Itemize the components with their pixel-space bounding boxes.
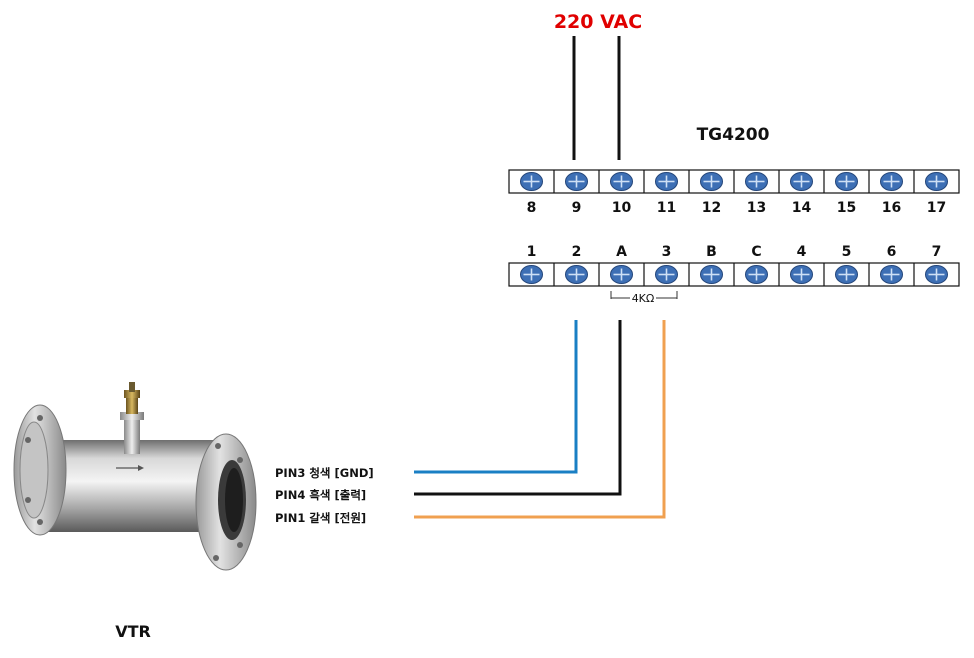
top-screw-16 (880, 172, 903, 191)
top-screw-17 (925, 172, 948, 191)
wire-label-gnd: PIN3 청색 [GND] (275, 466, 374, 480)
resistor-label: 4KΩ (632, 292, 655, 305)
bottom-screw-7 (925, 265, 948, 284)
top-screw-11 (655, 172, 678, 191)
bottom-terminal-label: C (751, 244, 761, 260)
top-terminal-label: 16 (882, 200, 901, 216)
top-screw-9 (565, 172, 588, 191)
bottom-screw-B (700, 265, 723, 284)
wire-label-power: PIN1 갈색 [전원] (275, 511, 366, 525)
bottom-terminal-label: 4 (797, 244, 807, 260)
bottom-terminal-label: 3 (662, 244, 672, 260)
supply-voltage-label: 220 VAC (554, 11, 642, 33)
top-screw-10 (610, 172, 633, 191)
top-screw-14 (790, 172, 813, 191)
top-terminal-label: 8 (527, 200, 537, 216)
top-screw-13 (745, 172, 768, 191)
turbine-flowmeter-image (13, 382, 257, 571)
top-screw-12 (700, 172, 723, 191)
top-terminal-label: 13 (747, 200, 766, 216)
top-terminal-strip: 8 9 10 11 12 13 14 15 16 17 (508, 169, 960, 216)
top-terminal-label: 11 (657, 200, 676, 216)
bottom-screw-1 (520, 265, 543, 284)
wire-gnd-blue (414, 320, 578, 474)
top-terminal-label: 12 (702, 200, 721, 216)
bottom-terminal-label: 1 (527, 244, 537, 260)
bottom-screw-4 (790, 265, 813, 284)
bottom-screw-6 (880, 265, 903, 284)
top-screw-8 (520, 172, 543, 191)
bottom-terminal-label: 7 (932, 244, 942, 260)
bottom-screw-A (610, 265, 633, 284)
sensor-name: VTR (115, 622, 151, 641)
bottom-screw-2 (565, 265, 588, 284)
top-terminal-label: 10 (612, 200, 632, 216)
top-terminal-label: 15 (837, 200, 856, 216)
bottom-screw-C (745, 265, 768, 284)
resistor-bracket (610, 291, 678, 299)
wire-label-output: PIN4 흑색 [출력] (275, 488, 366, 502)
controller-name: TG4200 (697, 125, 770, 145)
bottom-screw-5 (835, 265, 858, 284)
bottom-terminal-label: 2 (572, 244, 582, 260)
top-screw-15 (835, 172, 858, 191)
wire-output-black (414, 320, 622, 496)
bottom-terminal-label: A (616, 244, 627, 260)
top-terminal-label: 9 (572, 200, 582, 216)
bottom-screw-3 (655, 265, 678, 284)
top-terminal-label: 17 (927, 200, 946, 216)
bottom-terminal-strip: 1 2 A 3 B C 4 5 6 7 (508, 244, 960, 287)
wire-power-brown (414, 320, 666, 519)
bottom-terminal-label: B (706, 244, 717, 260)
bottom-terminal-label: 5 (842, 244, 852, 260)
top-terminal-label: 14 (792, 200, 812, 216)
bottom-terminal-label: 6 (887, 244, 897, 260)
